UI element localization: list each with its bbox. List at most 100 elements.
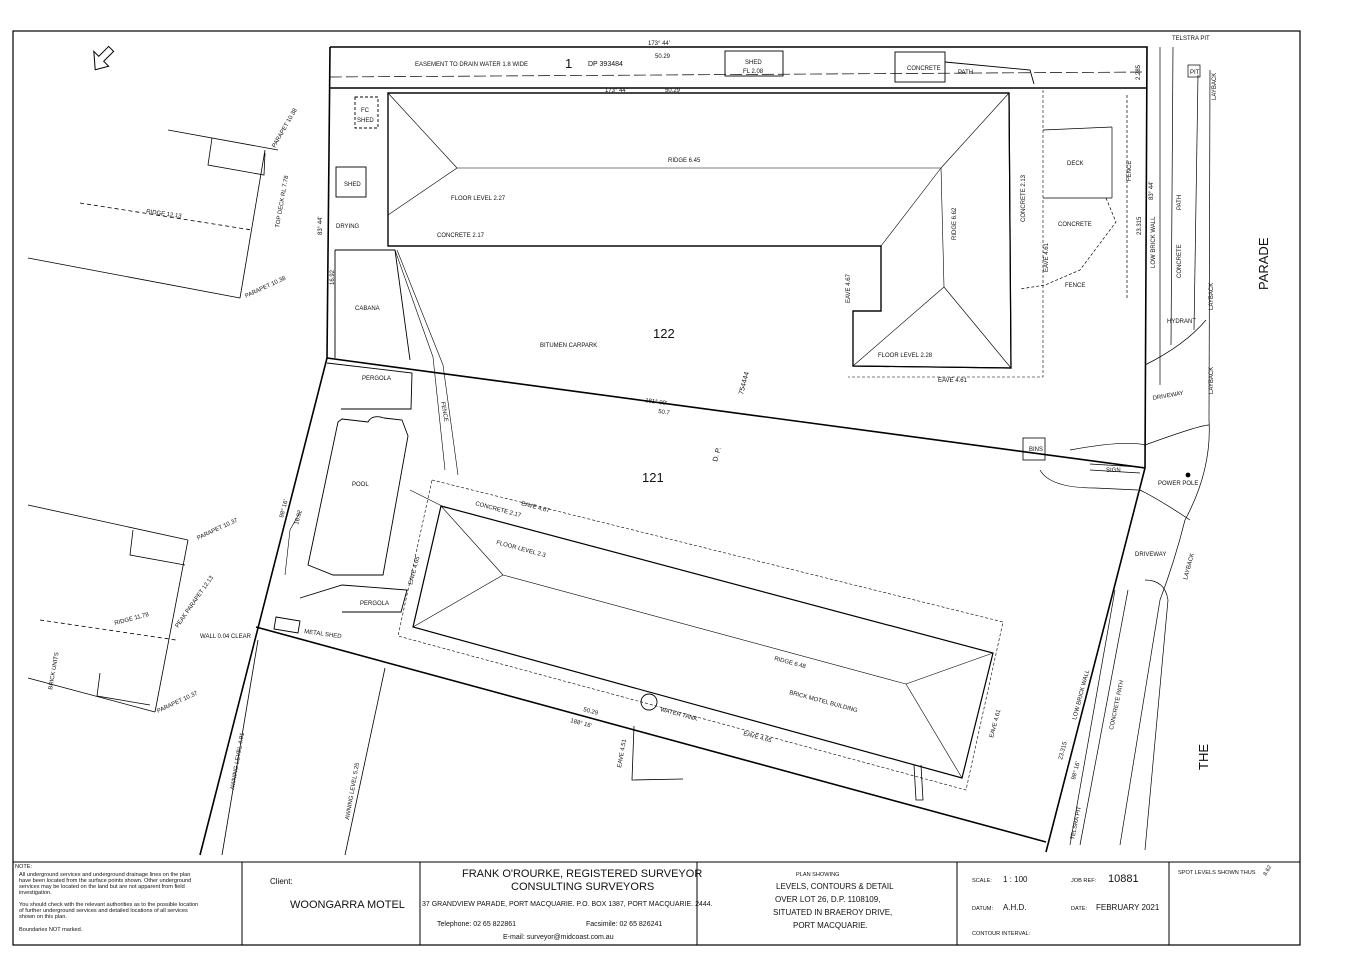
floor-227-label: FLOOR LEVEL 2.27: [451, 196, 506, 202]
plan-showing-label: PLAN SHOWING: [796, 872, 840, 878]
ridge-1213-label: RIDGE 12.13: [146, 209, 183, 220]
distance-right-lower: 23.315: [1058, 741, 1069, 761]
concrete-213-label: CONCRETE 2.13: [1021, 174, 1027, 222]
fc-label: FC: [361, 108, 370, 114]
plan-line-0: LEVELS, CONTOURS & DETAIL: [776, 882, 894, 891]
note-line-0: All underground services and underground…: [19, 872, 190, 878]
lot-top-label: 1: [565, 56, 572, 71]
concrete-deck-label: CONCRETE: [1058, 222, 1092, 228]
low-brick-upper-label: LOW BRICK WALL: [1151, 216, 1157, 268]
eave-461-deck-label: EAVE 4.61: [1044, 242, 1050, 272]
datum-label: DATUM:: [972, 906, 993, 912]
street-parade-label: PARADE: [1256, 237, 1271, 290]
title-block-frame: [13, 861, 1300, 945]
telstra-pit-label: TELSTRA PIT: [1172, 36, 1210, 42]
pool-label: POOL: [352, 482, 369, 488]
eave-467-upper-label: EAVE 4.67: [846, 273, 852, 303]
scale-value: 1 : 100: [1003, 875, 1028, 884]
client-label: Client:: [270, 877, 293, 886]
ridge-1178-label: RIDGE 11.78: [114, 612, 150, 627]
brick-units-label: BRICK UNITS: [48, 652, 61, 690]
bearing-top-inner: 173° 44': [605, 88, 627, 94]
bearing-mid: 181° 00': [645, 398, 668, 407]
bearing-left-upper: 83° 44': [318, 216, 324, 235]
easement-width: 2.285: [1136, 64, 1142, 80]
surveyor-address: 37 GRANDVIEW PARADE, PORT MACQUARIE. P.O…: [422, 901, 713, 908]
sign-label: SIGN: [1106, 468, 1121, 474]
wall-clear-label: WALL 0.04 CLEAR: [200, 634, 252, 640]
dp-mid-label: 754444: [738, 371, 751, 395]
eave-461-upper-label: EAVE 4.61: [938, 378, 968, 384]
layback-2-label: LAYBACK: [1209, 283, 1215, 310]
path-top-label: PATH: [958, 70, 973, 76]
plan-line-1: OVER LOT 26, D.P. 1108109,: [775, 895, 880, 904]
street-kerbs: [1039, 46, 1211, 851]
street-the-label: THE: [1196, 744, 1211, 770]
dp-letters-label: D. P.: [712, 446, 723, 462]
top-deck-label: TOP DECK RL 7.78: [275, 175, 290, 229]
fence-mid-label: FENCE: [439, 401, 448, 422]
plan-line-2: SITUATED IN BRAEROY DRIVE,: [773, 908, 892, 917]
job-label: JOB REF:: [1071, 878, 1097, 884]
concrete-path-upper-label: CONCRETE: [1177, 244, 1183, 278]
easement-label: EASEMENT TO DRAIN WATER 1.8 WIDE: [415, 62, 528, 68]
drying-label: DRYING: [336, 224, 360, 230]
layback-3-label: LAYBACK: [1209, 367, 1215, 394]
distance-bottom: 50.29: [582, 707, 599, 717]
bearing-left-lower: 98° 16': [279, 499, 290, 518]
eave-467-lower-label: EAVE 4.67: [520, 501, 550, 514]
eave-465-left-label: EAVE 4.65: [408, 555, 421, 585]
surveyor-email: E-mail: surveyor@midcoast.com.au: [503, 934, 614, 941]
shed-small-label: SHED: [357, 118, 374, 124]
peak-parapet-label: PEAK PARAPET 12.13: [175, 575, 216, 630]
eave-451-label: EAVE 4.51: [617, 738, 628, 768]
ridge-648-label: RIDGE 6.48: [773, 656, 806, 670]
deck-area: [1019, 95, 1128, 300]
path-upper-label: PATH: [1177, 195, 1183, 210]
neighbour-buildings: [27, 129, 386, 856]
power-pole-label: POWER POLE: [1158, 481, 1198, 487]
note-line-6: shown on this plan.: [19, 914, 67, 920]
lot-122-label: 122: [653, 326, 675, 341]
parapet-1037-bot-label: PARAPET 10.37: [156, 690, 199, 714]
fence-deck-label: FENCE: [1065, 283, 1085, 289]
parapet-1037-top-label: PARAPET 10.37: [196, 517, 239, 541]
bearing-right-lower: 98° 16': [1071, 761, 1082, 780]
eave-461-lower-label: EAVE 4.61: [989, 708, 1002, 738]
hydrant-label: HYDRANT: [1167, 319, 1196, 325]
distance-right-upper: 23.315: [1137, 216, 1143, 235]
lot-121-label: 121: [642, 470, 664, 485]
ridge-662-label: RIDGE 6.62: [952, 207, 958, 240]
distance-left-lower: 16.92: [294, 509, 304, 526]
layback-4-label: LAYBACK: [1183, 553, 1196, 581]
bearing-top: 173° 44': [648, 41, 670, 47]
surveyor-line2: CONSULTING SURVEYORS: [511, 881, 654, 893]
bins-label: BINS: [1029, 447, 1043, 453]
job-value: 10881: [1108, 873, 1139, 885]
deck-label: DECK: [1067, 161, 1084, 167]
north-arrow-icon: [93, 45, 115, 71]
bitumen-label: BITUMEN CARPARK: [540, 343, 597, 349]
concrete-217-label: CONCRETE 2.17: [437, 233, 485, 239]
distance-top: 50.29: [655, 54, 671, 60]
scale-label: SCALE:: [972, 878, 992, 884]
distance-top-inner: 50.29: [665, 88, 681, 94]
bins-sign: [1022, 437, 1191, 478]
upper-motel-building: [380, 87, 1044, 378]
concrete-path-lower-label: CONCRETE PATH: [1109, 680, 1125, 731]
note-heading: NOTE:: [15, 864, 33, 870]
distance-mid: 50.7: [658, 409, 671, 417]
shed-fl-level: FL 2.08: [743, 69, 764, 75]
parapet-1038-bot-label: PARAPET 10.38: [244, 275, 287, 299]
cabana-label: CABANA: [355, 306, 380, 312]
plan-labels: 173° 44' 50.29 173° 44' 50.29 EASEMENT T…: [48, 36, 1271, 840]
bearing-bottom: 188° 16': [569, 718, 592, 729]
driveway-upper-label: DRIVEWAY: [1152, 391, 1184, 402]
eave-465-bottom-label: EAVE 4.65: [742, 731, 772, 744]
note-line-5: of further underground services and deta…: [19, 908, 188, 914]
spot-levels-value: 8.62: [1263, 865, 1274, 877]
brick-motel-label: BRICK MOTEL BUILDING: [788, 690, 858, 714]
pool-area: [284, 362, 447, 613]
fence-deck2-label: FENCE: [1127, 161, 1133, 181]
datum-value: A.H.D.: [1003, 903, 1027, 912]
